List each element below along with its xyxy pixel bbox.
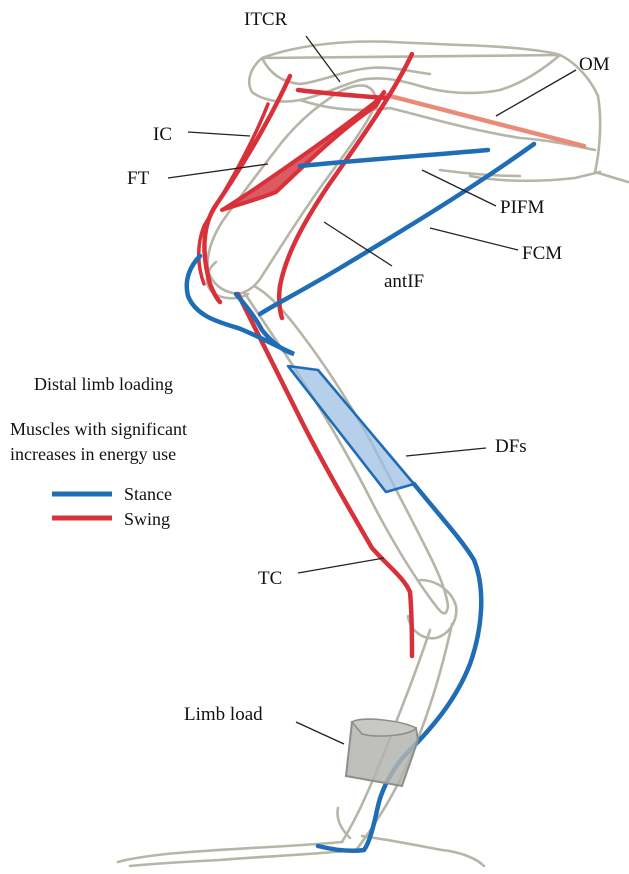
note-line-1: Muscles with significant	[10, 419, 187, 439]
muscle-om	[386, 95, 584, 146]
label-om: OM	[579, 54, 610, 75]
leader-lines	[168, 36, 576, 744]
limb-load-top	[352, 719, 416, 736]
label-ft: FT	[127, 168, 150, 189]
legend: Stance Swing	[52, 484, 172, 529]
leader-om	[496, 70, 576, 116]
condition-title: Distal limb loading	[34, 374, 173, 394]
leader-ic	[188, 132, 250, 136]
label-fcm: FCM	[522, 243, 562, 264]
label-limb-load: Limb load	[184, 704, 263, 725]
leader-fcm	[430, 228, 518, 250]
label-tc: TC	[258, 568, 282, 589]
legend-label-stance: Stance	[124, 484, 172, 504]
label-ic: IC	[153, 124, 172, 145]
limb-load	[346, 719, 418, 786]
note-line-2: increases in energy use	[10, 444, 176, 464]
muscle-stance-distal	[318, 484, 481, 851]
ischium-outline	[440, 170, 600, 181]
label-antif: antIF	[384, 271, 424, 292]
toes-outline	[118, 808, 484, 866]
legend-label-swing: Swing	[124, 509, 170, 529]
label-pifm: PIFM	[500, 197, 544, 218]
muscle-pifm	[300, 150, 488, 166]
leader-limb-load	[296, 722, 344, 744]
leader-ft	[168, 164, 268, 178]
label-itcr: ITCR	[244, 9, 288, 30]
leader-tc	[298, 558, 384, 573]
side-panel: Distal limb loading Muscles with signifi…	[10, 374, 187, 529]
femur-outline	[207, 86, 375, 299]
leader-dfs	[406, 448, 486, 456]
label-dfs: DFs	[495, 436, 527, 457]
